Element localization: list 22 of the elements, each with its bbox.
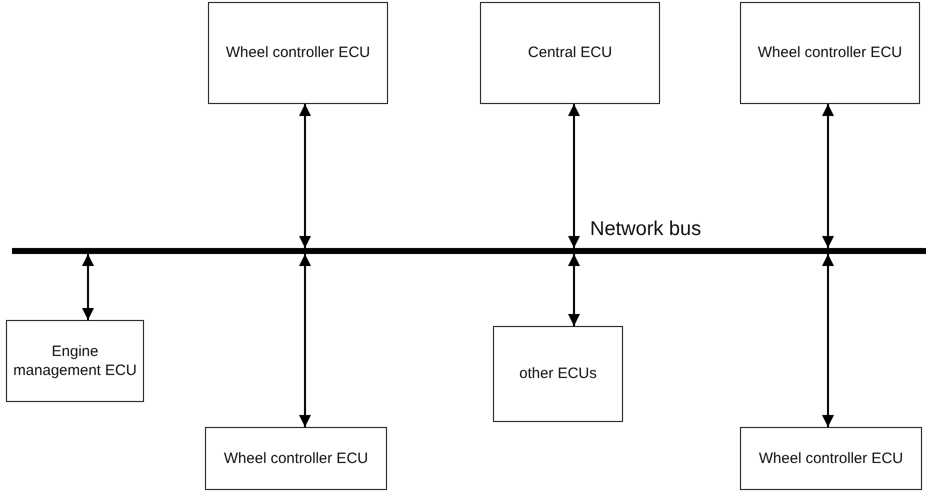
ecu-label: other ECUs — [518, 364, 598, 384]
ecu-box — [740, 2, 920, 104]
ecu-label: Engine management ECU — [12, 342, 138, 380]
bidirectional-arrow — [568, 104, 580, 248]
bidirectional-arrow — [299, 104, 311, 248]
ecu-label: Wheel controller ECU — [758, 448, 904, 468]
bidirectional-arrow — [299, 254, 311, 427]
ecu-box — [208, 2, 388, 104]
ecu-box — [205, 427, 387, 490]
ecu-box — [6, 320, 144, 402]
ecu-box — [493, 326, 623, 422]
ecu-label: Wheel controller ECU — [222, 448, 370, 468]
ecu-box — [480, 2, 660, 104]
ecu-label: Central ECU — [526, 43, 614, 63]
bus-label: Network bus — [590, 218, 702, 241]
bidirectional-arrow — [822, 254, 834, 427]
bidirectional-arrow — [822, 104, 834, 248]
ecu-label: Wheel controller ECU — [224, 43, 372, 63]
ecu-box — [740, 427, 922, 490]
bidirectional-arrow — [82, 254, 94, 320]
bidirectional-arrow — [568, 254, 580, 326]
ecu-label: Wheel controller ECU — [756, 43, 904, 63]
